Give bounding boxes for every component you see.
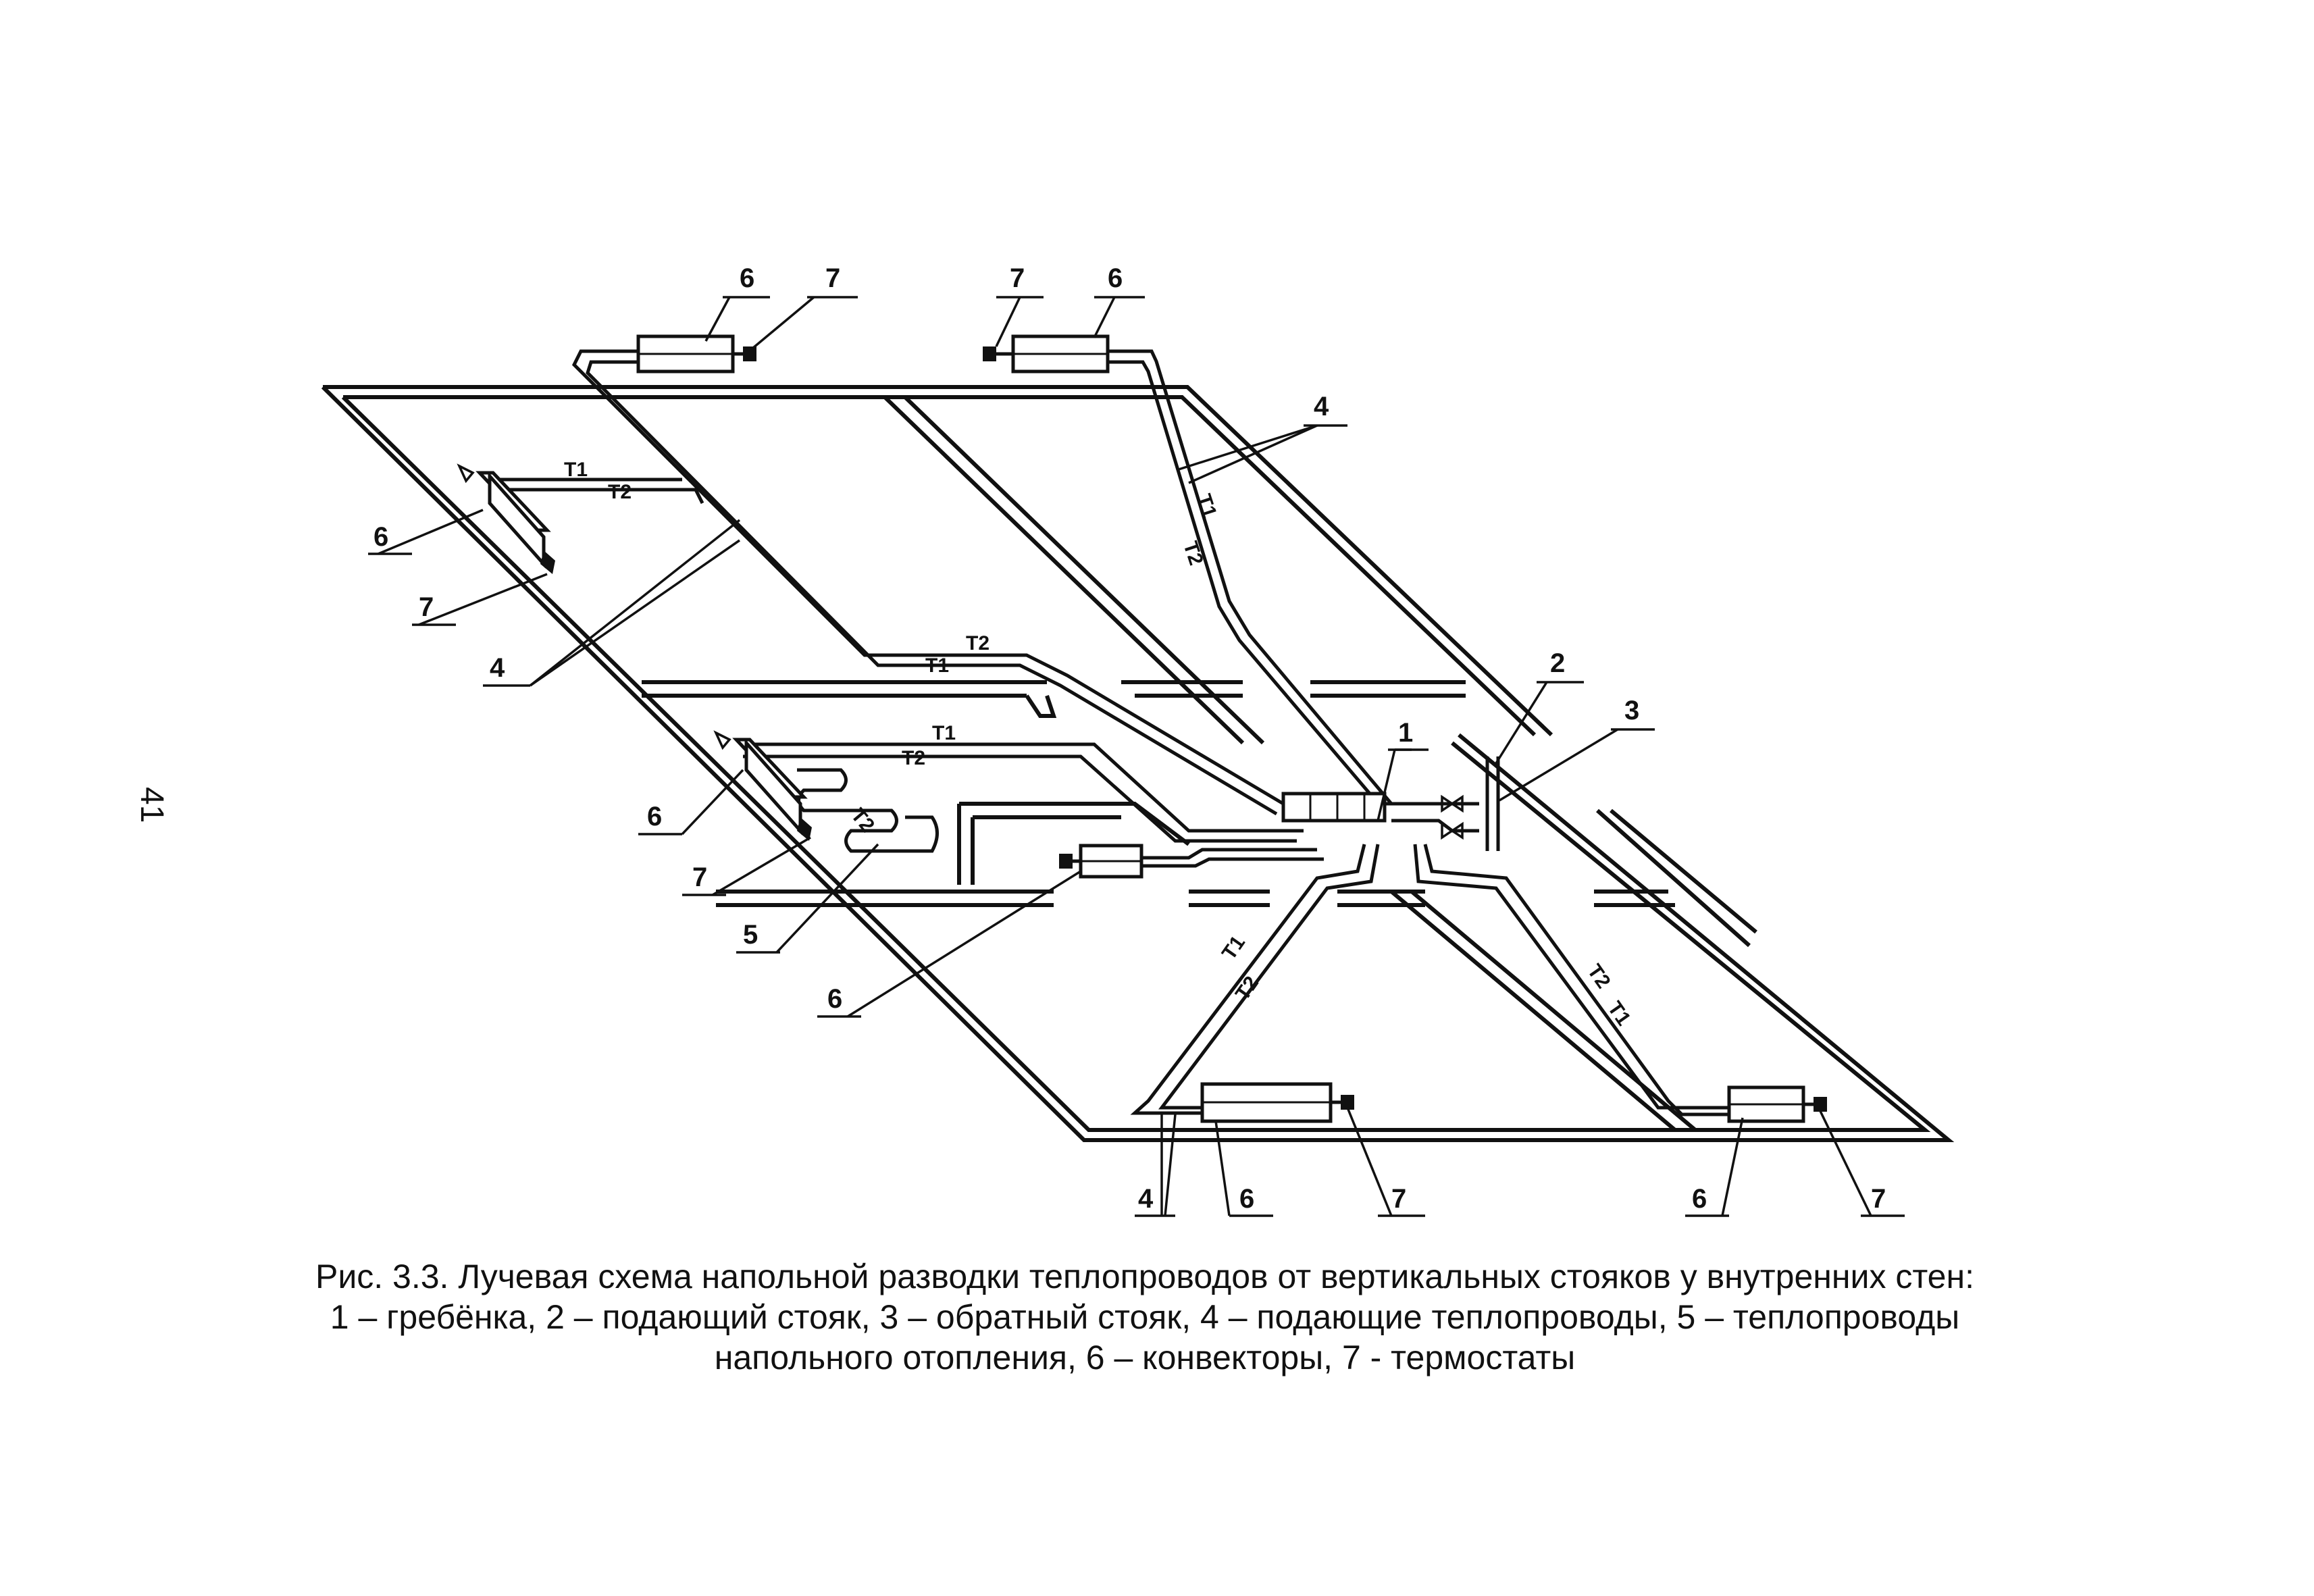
t2-middle: T2 (902, 747, 925, 769)
interior-wall-lower-diag (1337, 890, 1697, 1132)
pipe-top-right-t2 (1108, 360, 1383, 808)
convector-left-wall (457, 463, 555, 574)
convector-top-left (636, 334, 756, 374)
t2-top-right: T2 (1179, 538, 1207, 567)
callout-6-top-right: 6 (1108, 263, 1123, 293)
callout-7-top-left: 7 (825, 263, 840, 293)
callout-2: 2 (1550, 648, 1565, 678)
pipe-left-t2 (493, 488, 704, 505)
pipe-bottom-left-t1 (1130, 844, 1366, 1115)
thermostat-left-wall-icon (540, 550, 555, 574)
risers (1441, 756, 1500, 851)
interior-wall-right (1594, 808, 1757, 948)
callout-7-top-right: 7 (1010, 263, 1025, 293)
callout-4-top: 4 (1314, 392, 1329, 421)
callout-7-bottom-left: 7 (1391, 1184, 1406, 1214)
pipe-top-right-t1 (1108, 349, 1393, 805)
figure-caption: Рис. 3.3. Лучевая схема напольной развод… (176, 1256, 2114, 1378)
pipe-mid-t1 (743, 742, 1304, 833)
callout-7-bottom-right: 7 (1871, 1184, 1886, 1214)
t1-middle: T1 (932, 722, 956, 744)
convector-bottom-left (1200, 1082, 1354, 1123)
callout-6-bottom-left: 6 (1239, 1184, 1254, 1214)
pipe-bottom-right-t1 (1423, 844, 1729, 1116)
convector-top-right (983, 334, 1110, 374)
leaders (368, 296, 1905, 1217)
caption-line-1: Рис. 3.3. Лучевая схема напольной развод… (315, 1258, 1974, 1295)
callouts: 6 7 7 6 4 6 7 4 1 2 3 6 7 5 6 4 6 7 6 7 (374, 263, 1886, 1214)
floor-heating-loop (797, 768, 939, 853)
callout-1: 1 (1398, 718, 1413, 748)
pipe-bottom-left-t2 (1158, 844, 1380, 1110)
pipe-mid-conv (1141, 848, 1324, 868)
convector-middle (1059, 844, 1143, 879)
callout-6-middle: 6 (827, 984, 842, 1014)
callout-6-left: 6 (374, 522, 388, 552)
callout-6-middle-wall: 6 (647, 802, 662, 831)
interior-wall-lower (716, 890, 1270, 907)
t1-left: T1 (564, 459, 588, 481)
callout-4-left: 4 (490, 653, 505, 683)
thermostat-middle-wall-icon (797, 817, 812, 841)
outer-wall (321, 385, 1955, 1142)
callout-5: 5 (743, 920, 758, 950)
comb (1281, 749, 1396, 823)
thermostat-bottom-left-icon (1341, 1095, 1354, 1110)
t2-left: T2 (608, 481, 632, 503)
callout-6-bottom-right: 6 (1692, 1184, 1707, 1214)
thermostat-bottom-right-icon (1814, 1097, 1827, 1112)
callout-7-middle-wall: 7 (692, 863, 707, 892)
convector-bottom-right (1727, 1085, 1827, 1123)
thermostat-top-right-icon (983, 346, 996, 361)
pipe-bottom-right-t2 (1413, 844, 1729, 1110)
pipe-top-left-t2 (586, 360, 1278, 816)
interior-wall-top (883, 395, 1265, 745)
outer-wall-inner (341, 395, 1931, 1132)
thermostat-middle-icon (1059, 854, 1073, 869)
valve-supply-icon (1441, 794, 1464, 813)
pipe-riser-return-link (1391, 819, 1479, 833)
t1-top-left: T1 (925, 654, 949, 677)
pipe-mid-t2 (743, 754, 1297, 843)
caption-line-3: напольного отопления, 6 – конвекторы, 7 … (714, 1339, 1576, 1376)
valve-return-icon (1441, 821, 1464, 840)
t1-bottom-left: T1 (1218, 932, 1250, 964)
pipe-top-left-t1 (571, 349, 1285, 806)
interior-wall-right-stub (1121, 680, 1466, 698)
comb-body (1281, 792, 1387, 823)
callout-7-left: 7 (419, 592, 434, 622)
callout-6-top-left: 6 (740, 263, 754, 293)
interior-wall-room (957, 802, 1190, 885)
caption-line-2: 1 – гребёнка, 2 – подающий стояк, 3 – об… (330, 1298, 1960, 1336)
callout-4-bottom: 4 (1138, 1184, 1154, 1214)
walls (321, 385, 1955, 1142)
thermostat-top-left-icon (743, 346, 756, 361)
convector-middle-wall (713, 730, 812, 841)
callout-3: 3 (1624, 696, 1639, 725)
convectors (457, 334, 1827, 1123)
interior-wall-middle (642, 680, 1057, 718)
t1-bottom-right: T1 (1603, 998, 1635, 1030)
t2-top-left: T2 (966, 632, 989, 654)
